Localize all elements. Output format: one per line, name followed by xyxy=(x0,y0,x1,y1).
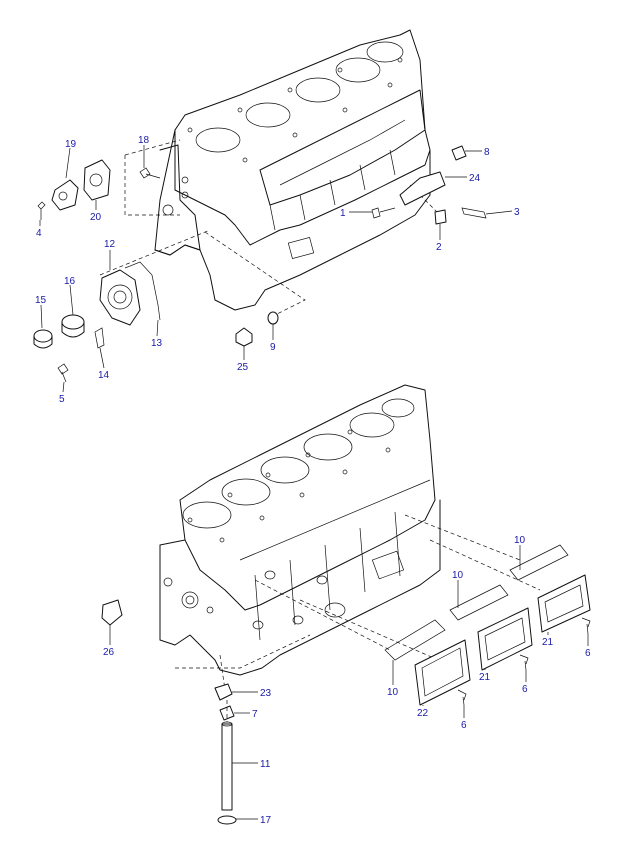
callout-labels: 19 18 8 24 1 3 2 4 20 12 16 15 13 14 5 2… xyxy=(35,135,591,826)
callout-16: 16 xyxy=(64,276,76,287)
upper-small-parts xyxy=(33,145,487,383)
callout-22: 22 xyxy=(417,708,429,719)
callout-12: 12 xyxy=(104,239,116,250)
callout-23: 23 xyxy=(260,688,272,699)
callout-24: 24 xyxy=(469,173,481,184)
callout-20: 20 xyxy=(90,212,102,223)
callout-1: 1 xyxy=(340,208,346,219)
callout-5: 5 xyxy=(59,394,65,405)
callout-21b: 21 xyxy=(542,637,554,648)
leader-lines xyxy=(39,145,589,820)
callout-9: 9 xyxy=(270,342,276,353)
lower-small-parts xyxy=(101,544,591,825)
callout-6a: 6 xyxy=(461,720,467,731)
callout-26: 26 xyxy=(103,647,115,658)
callout-6b: 6 xyxy=(522,684,528,695)
callout-14: 14 xyxy=(98,370,110,381)
callout-6c: 6 xyxy=(585,648,591,659)
callout-7: 7 xyxy=(252,709,258,720)
callout-19: 19 xyxy=(65,139,77,150)
callout-4: 4 xyxy=(36,228,42,239)
callout-8: 8 xyxy=(484,147,490,158)
callout-10c: 10 xyxy=(387,687,399,698)
callout-11: 11 xyxy=(260,759,271,770)
callout-25: 25 xyxy=(237,362,249,373)
callout-15: 15 xyxy=(35,295,47,306)
callout-21a: 21 xyxy=(479,672,491,683)
callout-2: 2 xyxy=(436,242,442,253)
upper-cylinder-block xyxy=(99,29,441,316)
callout-18: 18 xyxy=(138,135,150,146)
callout-17: 17 xyxy=(260,815,272,826)
callout-10a: 10 xyxy=(514,535,526,546)
callout-3: 3 xyxy=(514,207,520,218)
callout-10b: 10 xyxy=(452,570,464,581)
lower-cylinder-block xyxy=(159,384,541,691)
callout-13: 13 xyxy=(151,338,163,349)
